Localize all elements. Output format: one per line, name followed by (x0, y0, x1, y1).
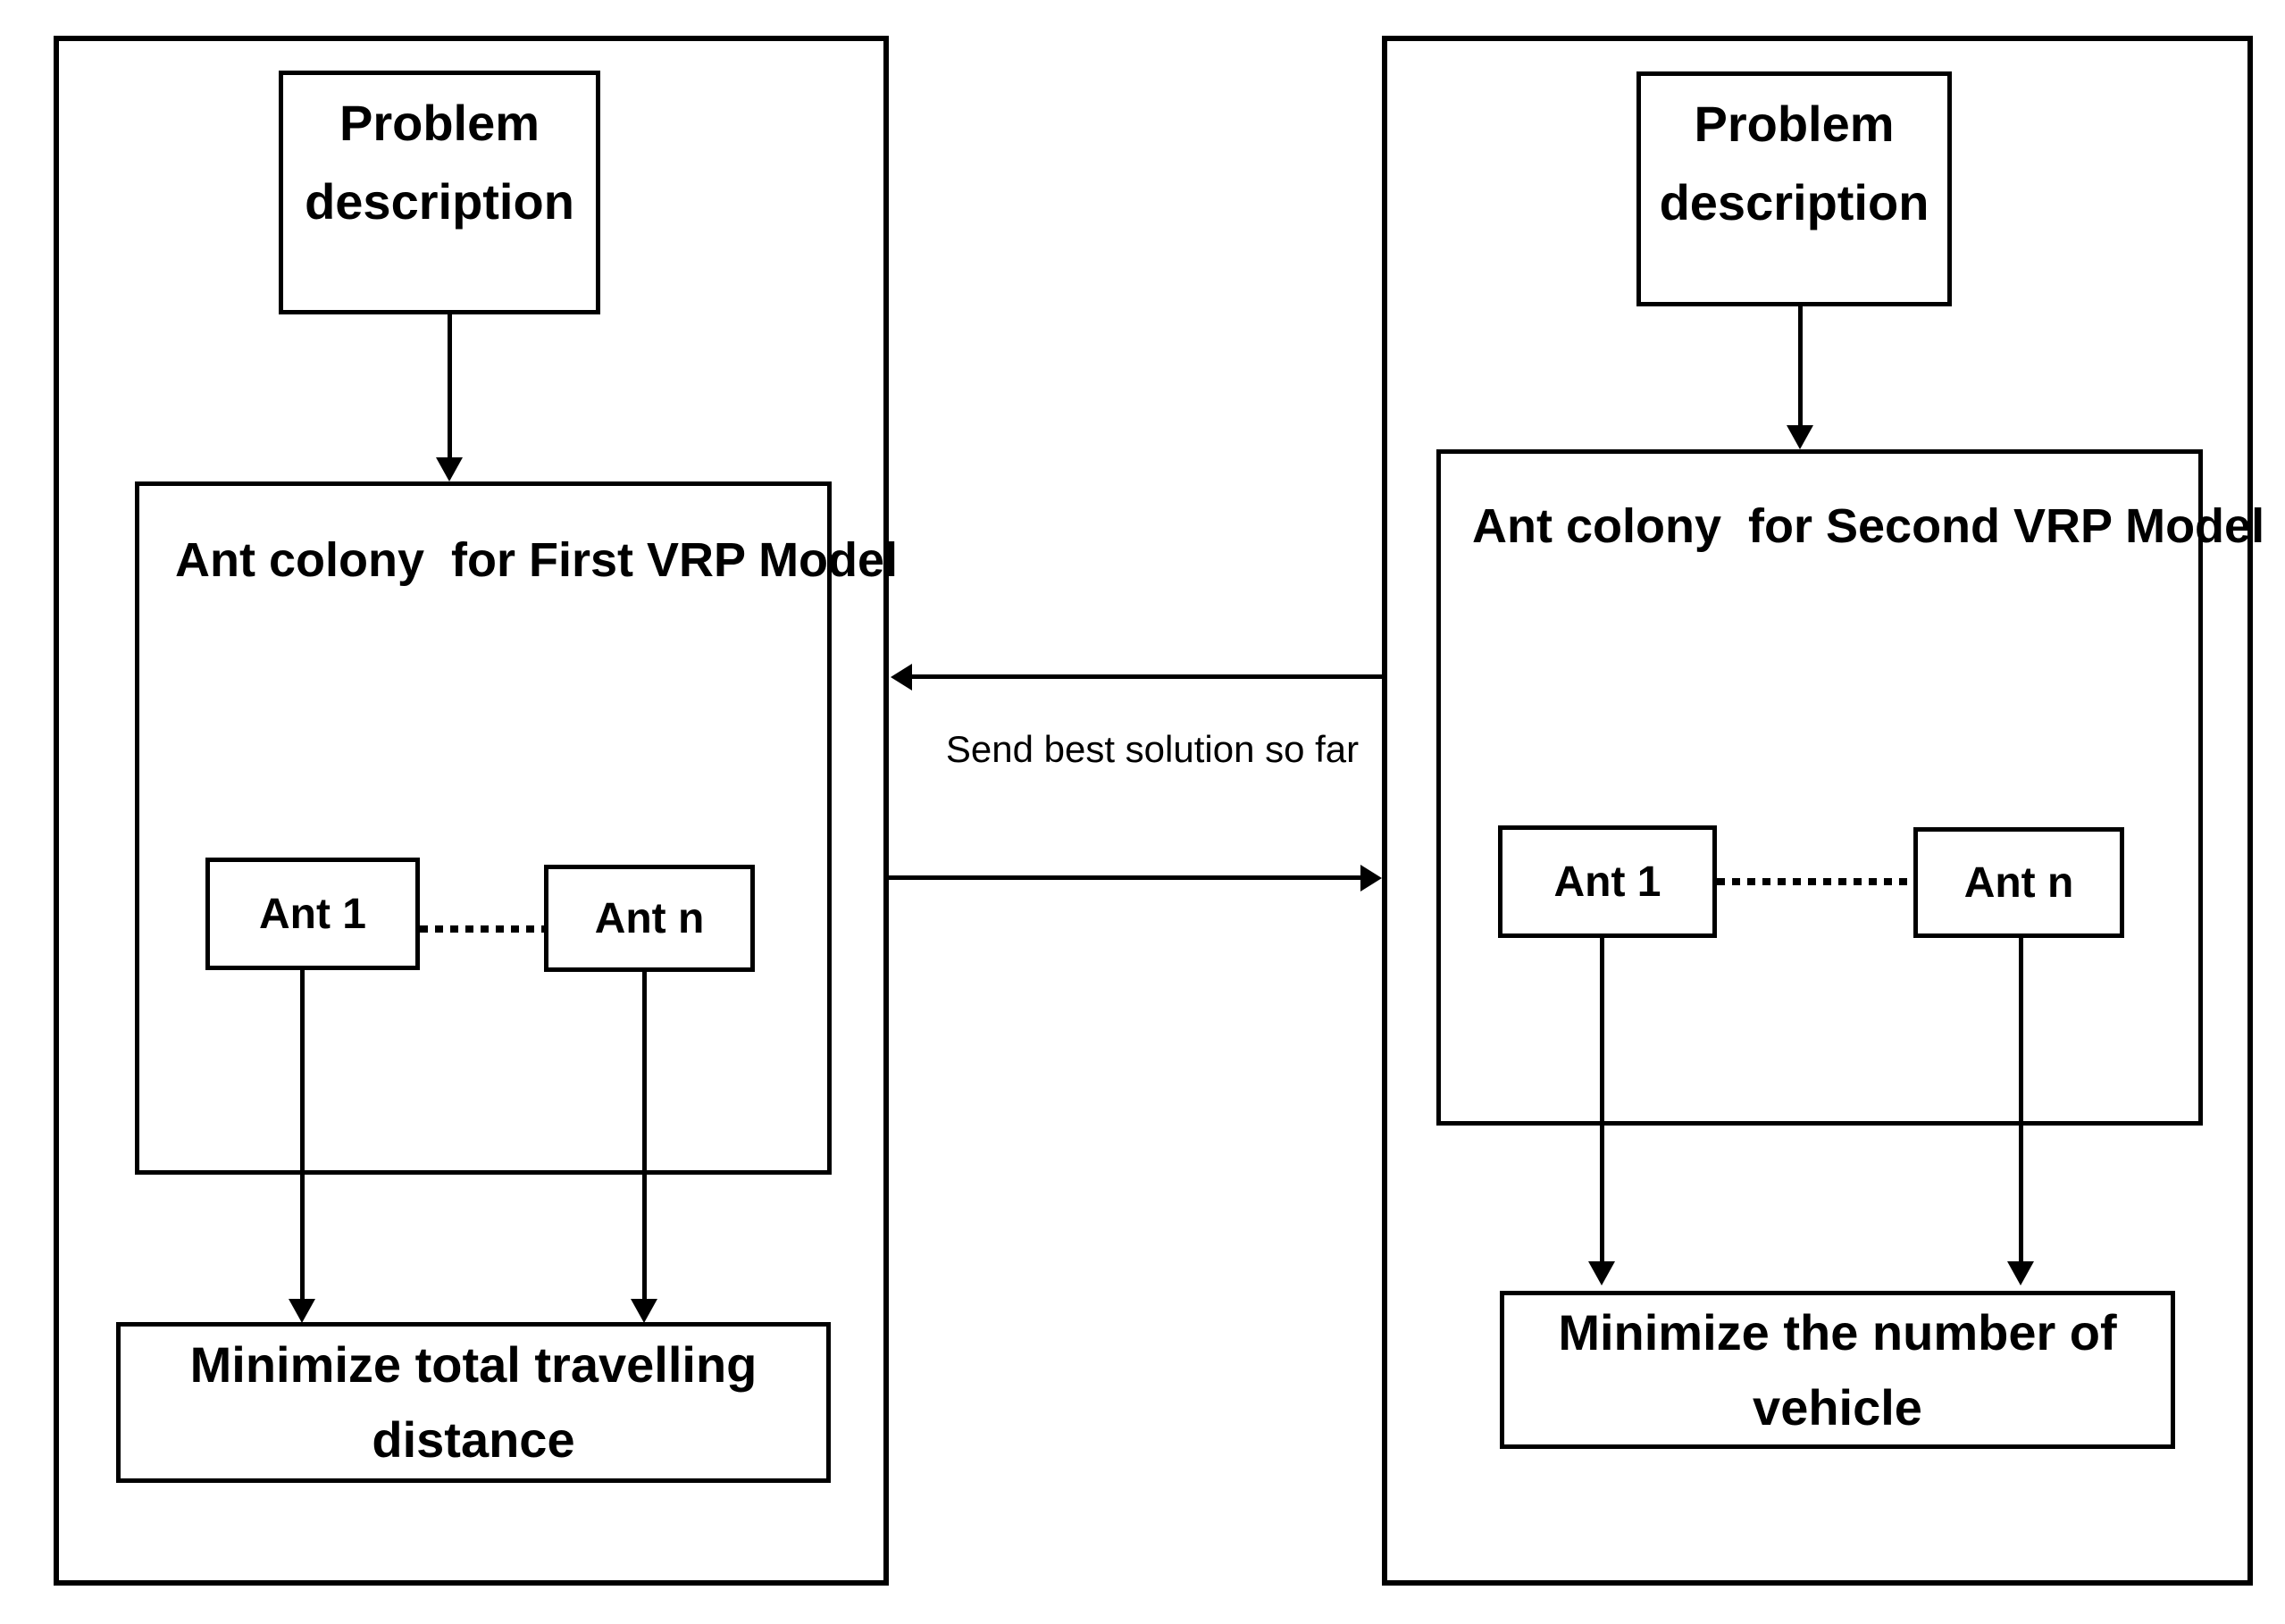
send-to-left-arrow-head (891, 664, 912, 691)
right-ant1-arrow-head (1588, 1261, 1615, 1285)
left-antn-label: Ant n (594, 894, 705, 942)
left-ant1-arrow-head (289, 1299, 315, 1323)
left-ant1-label: Ant 1 (259, 890, 366, 938)
left-ants-dotted-link (420, 925, 544, 933)
right-objective-box: Minimize the number of vehicle (1500, 1291, 2175, 1449)
right-antn-box: Ant n (1913, 827, 2124, 938)
right-antn-arrow-head (2007, 1261, 2034, 1285)
left-objective-line1: Minimize total travelling (189, 1336, 757, 1393)
right-antn-arrow-line (2019, 938, 2023, 1261)
right-ants-dotted-link (1717, 878, 1913, 885)
send-to-right-arrow-line (889, 875, 1362, 880)
right-objective-line2: vehicle (1753, 1378, 1922, 1436)
right-problem-arrow-line (1798, 306, 1803, 425)
left-problem-line2: description (305, 173, 574, 230)
left-ant1-arrow-line (300, 970, 305, 1299)
send-to-right-arrow-head (1360, 865, 1382, 892)
right-problem-line2: description (1659, 174, 1929, 230)
right-colony-box (1436, 449, 2203, 1126)
left-objective-box: Minimize total travelling distance (116, 1322, 831, 1483)
right-ant1-arrow-line (1600, 938, 1604, 1261)
left-problem-box: Problem description (279, 71, 600, 314)
right-objective-line1: Minimize the number of (1558, 1303, 2117, 1360)
right-antn-label: Ant n (1963, 858, 2074, 907)
left-objective-line2: distance (372, 1411, 575, 1468)
left-antn-arrow-head (631, 1299, 657, 1323)
left-colony-box (135, 481, 832, 1175)
right-ant1-box: Ant 1 (1498, 825, 1717, 938)
right-problem-arrow-head (1787, 425, 1813, 449)
left-problem-arrow-line (448, 314, 452, 457)
right-colony-title: Ant colony for Second VRP Model (1472, 499, 2265, 553)
left-antn-box: Ant n (544, 865, 755, 972)
send-to-left-arrow-line (908, 674, 1382, 679)
left-antn-arrow-line (642, 970, 647, 1299)
left-problem-arrow-head (436, 457, 463, 481)
left-ant1-box: Ant 1 (205, 858, 420, 970)
right-problem-box: Problem description (1636, 71, 1952, 306)
left-colony-title: Ant colony for First VRP Model (175, 533, 899, 587)
right-ant1-label: Ant 1 (1553, 858, 1661, 906)
right-problem-line1: Problem (1694, 96, 1895, 152)
left-problem-line1: Problem (339, 95, 540, 151)
exchange-label: Send best solution so far (945, 728, 1360, 770)
